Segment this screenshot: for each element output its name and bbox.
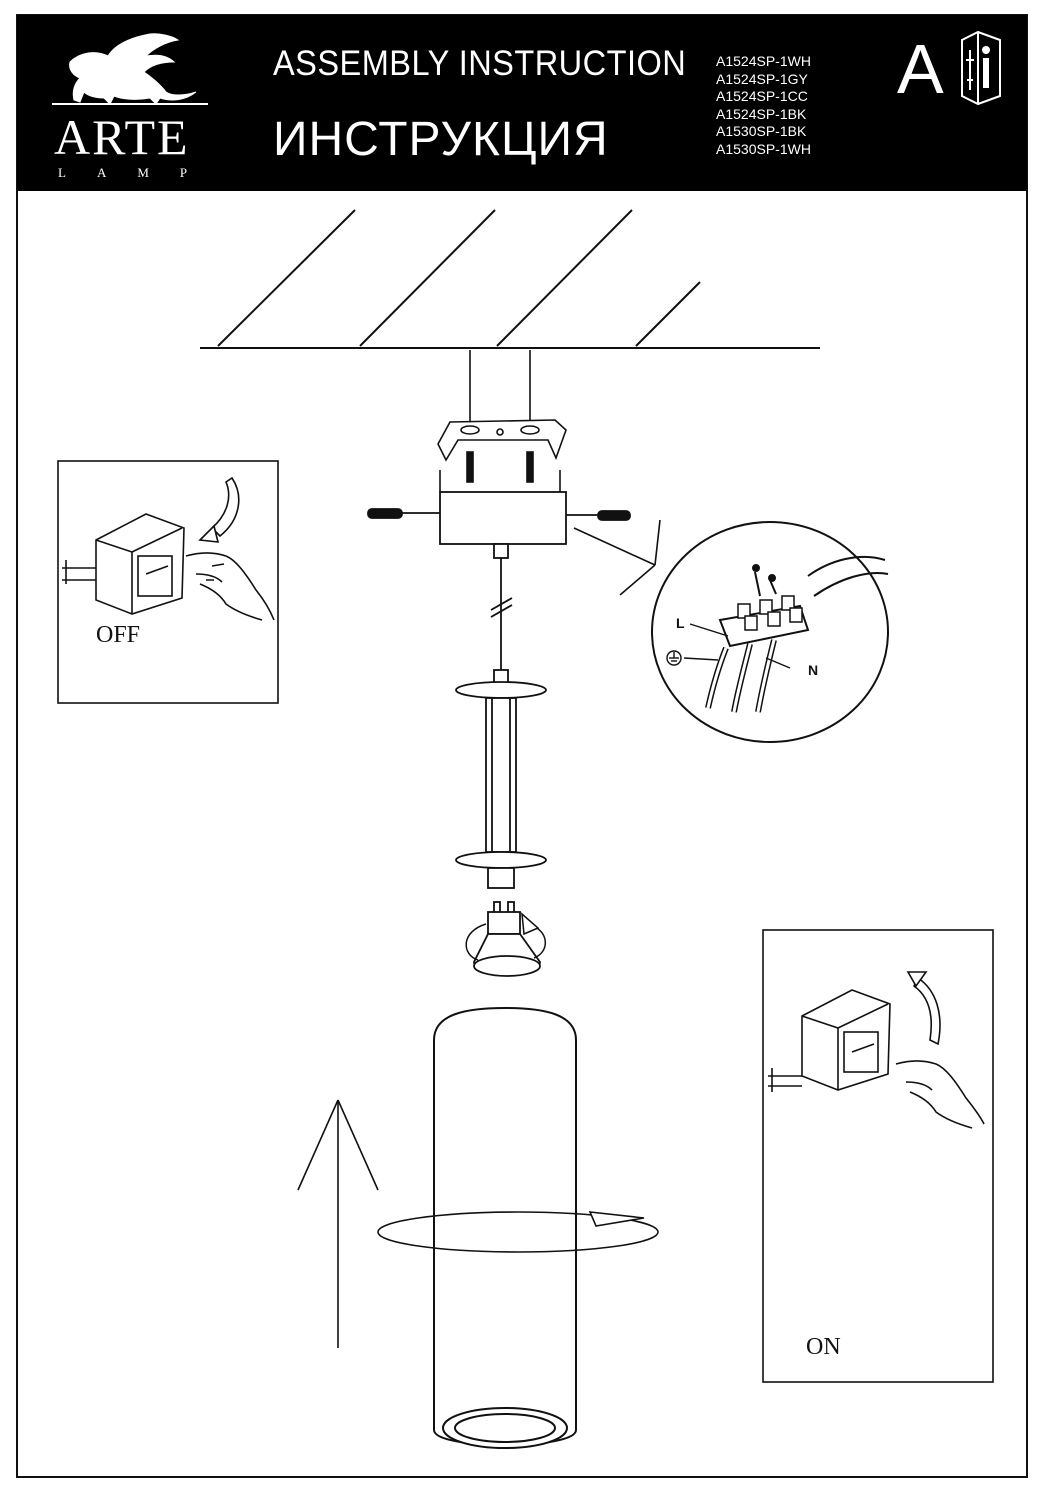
mounting-bracket [437, 350, 567, 492]
gu10-bulb-icon [473, 901, 541, 977]
wiring-detail [651, 521, 889, 743]
detail-callout-lines [573, 519, 661, 596]
lamp-shade [433, 1006, 577, 1449]
ground-symbol-icon [666, 650, 682, 666]
title-english: ASSEMBLY INSTRUCTION [273, 44, 687, 83]
up-arrow-icon [297, 1099, 379, 1348]
suspension-rod [455, 681, 547, 889]
canopy-box [367, 491, 631, 685]
light-switch-icon [62, 513, 185, 615]
model-code: A1530SP-1WH [716, 140, 811, 157]
title-russian: ИНСТРУКЦИЯ [273, 113, 609, 166]
wire-neutral-label: N [808, 662, 819, 678]
light-switch-icon [768, 989, 891, 1092]
hand-icon [895, 1060, 985, 1129]
model-list: A1524SP-1WH A1524SP-1GY A1524SP-1CC A152… [716, 53, 811, 158]
switch-on-panel [762, 929, 994, 1383]
rotation-arrow-icon [377, 1211, 659, 1253]
switch-on-label: ON [806, 1334, 841, 1360]
model-code: A1524SP-1WH [716, 53, 811, 69]
rotation-arrow-icon [465, 912, 546, 961]
griffin-logo-icon [52, 33, 208, 105]
brand-name: ARTE [54, 109, 190, 165]
language-letter: A [897, 30, 944, 108]
wire-live-label: L [676, 615, 685, 631]
info-booklet-icon [961, 30, 1001, 106]
hand-icon [185, 552, 275, 621]
model-code: A1524SP-1GY [716, 70, 808, 87]
switch-off-label: OFF [96, 622, 141, 648]
rotation-arrow-icon [912, 976, 941, 1046]
switch-off-panel [57, 460, 279, 704]
model-code: A1530SP-1BK [716, 123, 807, 139]
brand-subtitle: LAMP [58, 165, 219, 180]
ceiling [200, 209, 820, 349]
model-code: A1524SP-1CC [716, 88, 808, 104]
model-code: A1524SP-1BK [716, 105, 807, 122]
